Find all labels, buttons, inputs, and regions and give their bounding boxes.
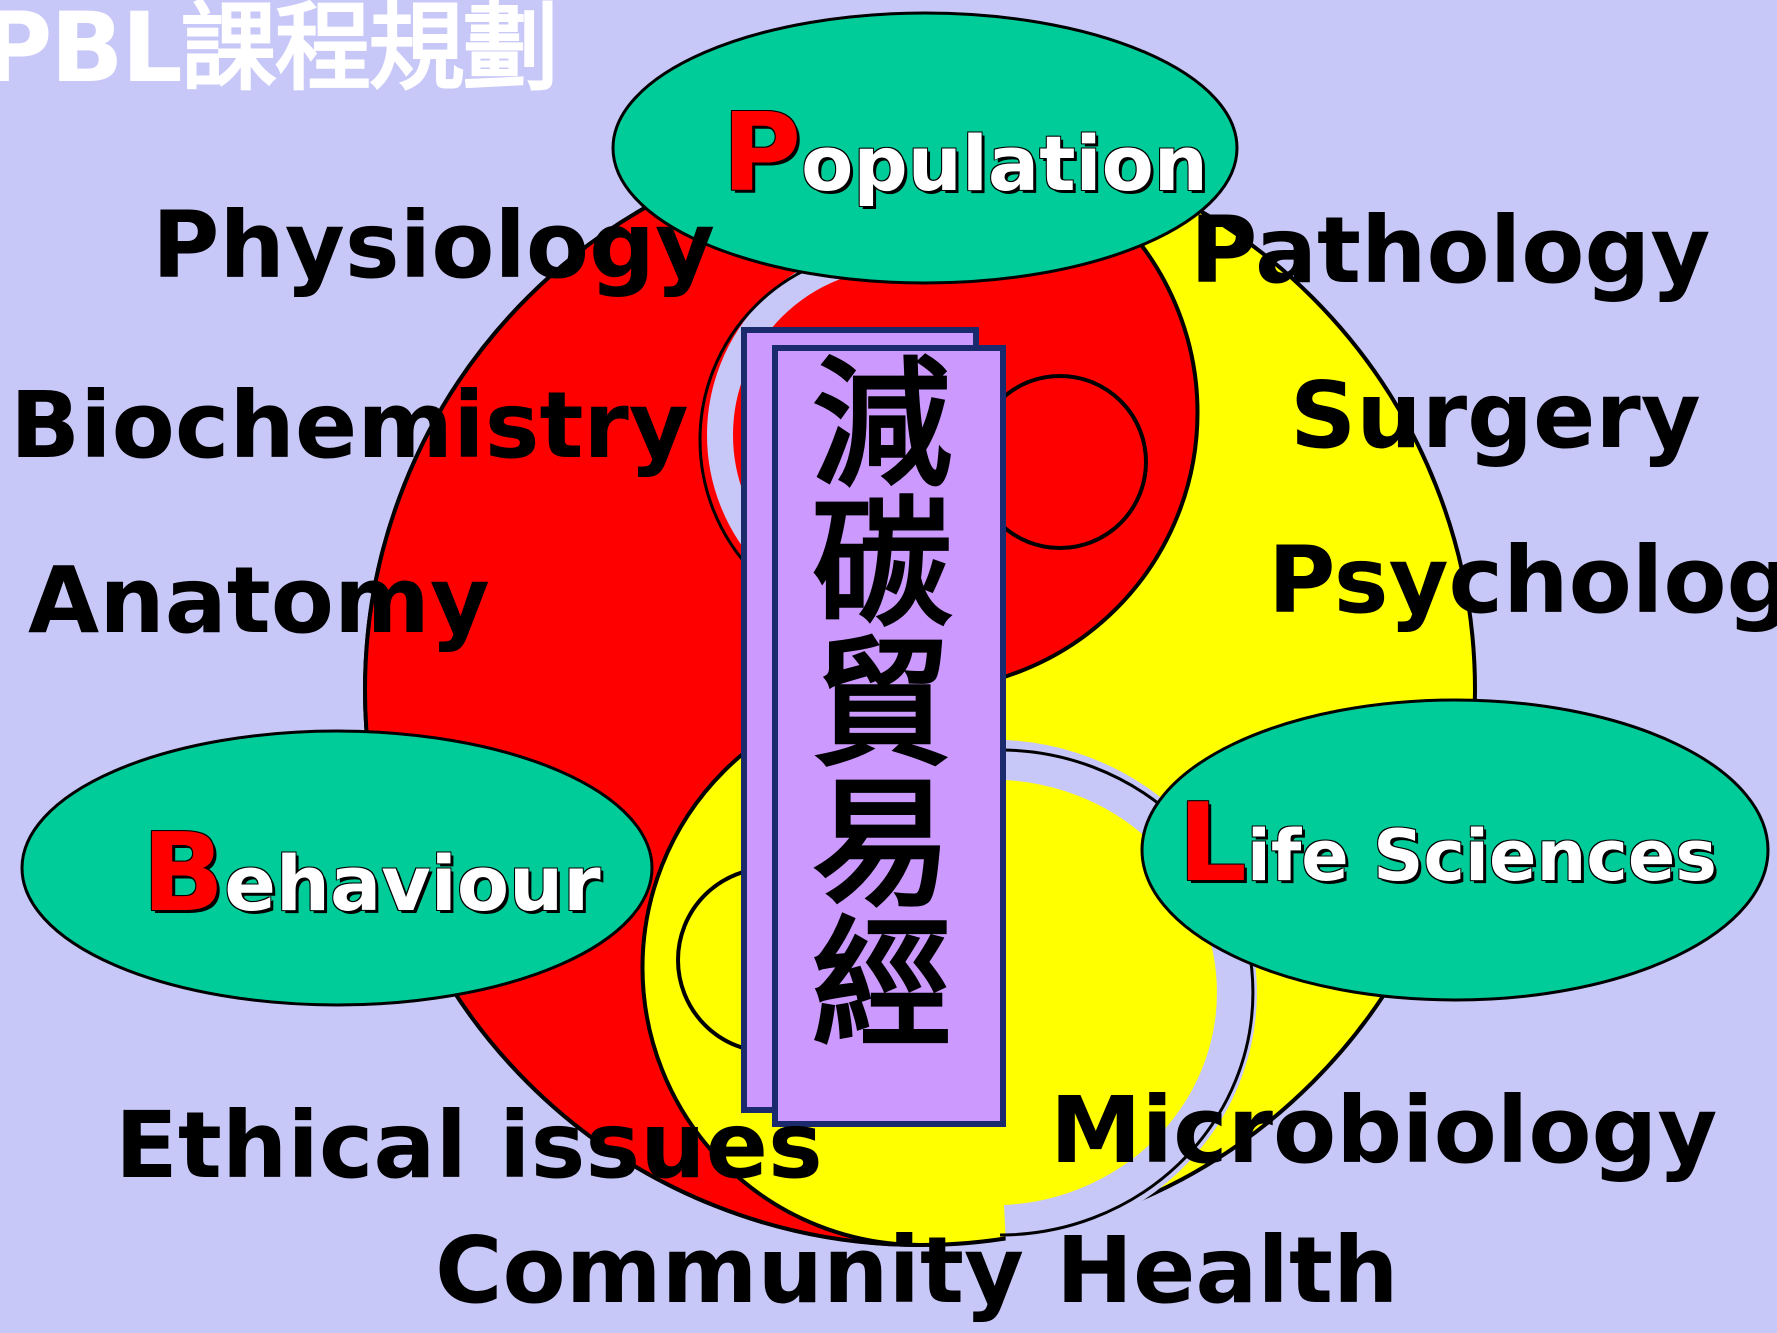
subject-physiology: Physiology bbox=[152, 192, 715, 299]
center-banner bbox=[772, 345, 1006, 1127]
banner-char-2: 碳 bbox=[812, 483, 953, 647]
banner-char-4: 易 bbox=[812, 763, 953, 927]
population-oval bbox=[611, 11, 1239, 285]
life-sciences-label: Life Sciences bbox=[1178, 790, 1717, 898]
life-sciences-initial: L bbox=[1178, 781, 1247, 906]
subject-psychology: Psychology bbox=[1268, 527, 1777, 634]
center-banner-text: 減 碳 貿 易 經 bbox=[812, 355, 952, 1055]
banner-char-3: 貿 bbox=[812, 623, 953, 787]
behaviour-oval bbox=[20, 729, 654, 1007]
behaviour-label: Behaviour bbox=[142, 820, 601, 928]
subject-community-health: Community Health bbox=[435, 1217, 1399, 1324]
banner-char-5: 經 bbox=[812, 903, 953, 1067]
behaviour-rest: ehaviour bbox=[224, 839, 601, 928]
yin-yang-lower-ring-outline bbox=[999, 748, 1255, 1237]
population-initial: P bbox=[722, 91, 802, 216]
life-sciences-oval bbox=[1140, 698, 1770, 1002]
page-title: PBL課程規劃 bbox=[0, 0, 559, 104]
population-label: Population bbox=[722, 100, 1208, 208]
subject-ethical-issues: Ethical issues bbox=[115, 1092, 823, 1199]
subject-anatomy: Anatomy bbox=[28, 547, 490, 654]
yin-yang-lower-ring bbox=[979, 739, 1257, 1245]
subject-biochemistry: Biochemistry bbox=[10, 372, 689, 479]
population-rest: opulation bbox=[801, 119, 1208, 208]
banner-char-1: 減 bbox=[812, 343, 953, 507]
subject-microbiology: Microbiology bbox=[1050, 1077, 1718, 1184]
behaviour-initial: B bbox=[142, 811, 225, 936]
subject-pathology: Pathology bbox=[1190, 197, 1711, 304]
subject-surgery: Surgery bbox=[1290, 362, 1701, 469]
life-sciences-rest: ife Sciences bbox=[1246, 815, 1717, 897]
